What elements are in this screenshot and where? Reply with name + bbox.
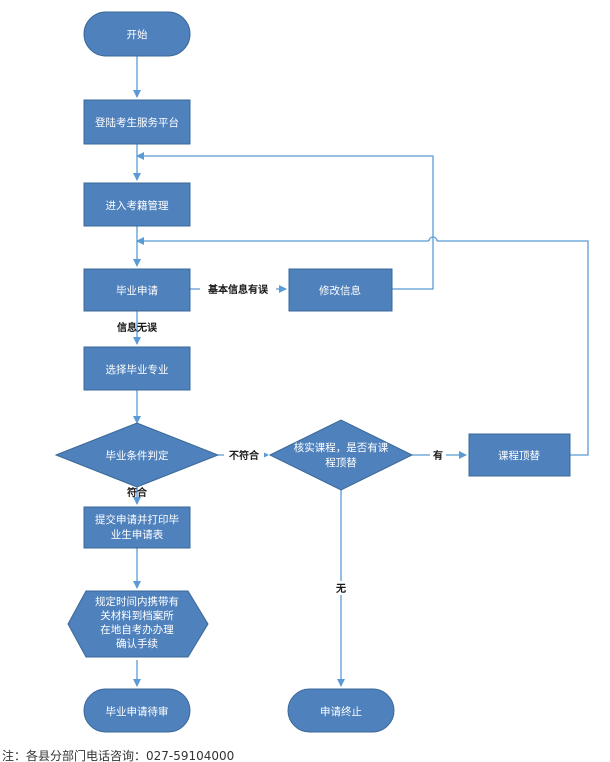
submit-node	[83, 506, 191, 549]
no-label-bg	[333, 581, 349, 595]
condition-label: 毕业条件判定	[106, 449, 169, 462]
materials-label-line2: 关材料到档案所	[100, 609, 174, 622]
met-label: 符合	[127, 486, 148, 499]
submit-label-line2: 业生申请表	[111, 528, 164, 541]
modify-label: 修改信息	[319, 284, 361, 297]
info-ok-label: 信息无误	[117, 321, 158, 334]
edge-modify-loop	[136, 152, 434, 290]
substitute-node	[468, 433, 571, 477]
login-label: 登陆考生服务平台	[95, 116, 179, 129]
materials-label-line4: 确认手续	[116, 637, 158, 650]
apply-label: 毕业申请	[116, 284, 158, 297]
materials-label-line1: 规定时间内携带有	[95, 595, 179, 608]
info-error-label: 基本信息有误	[207, 283, 269, 296]
condition-node	[54, 422, 220, 488]
yes-label: 有	[433, 449, 443, 462]
materials-label-line3: 在地自考办办理	[100, 623, 174, 636]
info-error-label-bg	[200, 282, 276, 296]
wait-label: 毕业申请待审	[106, 705, 169, 718]
not-met-label: 不符合	[229, 449, 260, 462]
terminate-node	[287, 688, 395, 733]
edge-substitute-loop-hop	[428, 236, 438, 242]
not-met-label-bg	[224, 448, 264, 462]
no-label: 无	[335, 583, 346, 595]
substitute-label: 课程顶替	[498, 449, 540, 462]
check-node	[268, 419, 414, 491]
enter-label: 进入考籍管理	[106, 199, 169, 212]
materials-node	[67, 590, 209, 658]
edge-substitute-loop	[437, 240, 589, 456]
modify-node	[288, 268, 393, 312]
footer-note: 注：各县分部门电话咨询：027-59104000	[2, 748, 234, 762]
terminate-label: 申请终止	[320, 705, 362, 718]
select-node	[83, 346, 191, 391]
submit-label-line1: 提交申请并打印毕	[95, 513, 179, 526]
check-label-line2: 程顶替	[325, 456, 357, 469]
select-label: 选择毕业专业	[106, 363, 169, 376]
enter-node	[83, 182, 191, 227]
check-label-line1: 核实课程，是否有课	[294, 441, 389, 454]
login-node	[83, 99, 191, 145]
apply-node	[83, 268, 191, 312]
wait-node	[83, 688, 191, 733]
start-node	[83, 11, 191, 57]
yes-label-bg	[430, 448, 446, 462]
start-label: 开始	[127, 28, 148, 41]
